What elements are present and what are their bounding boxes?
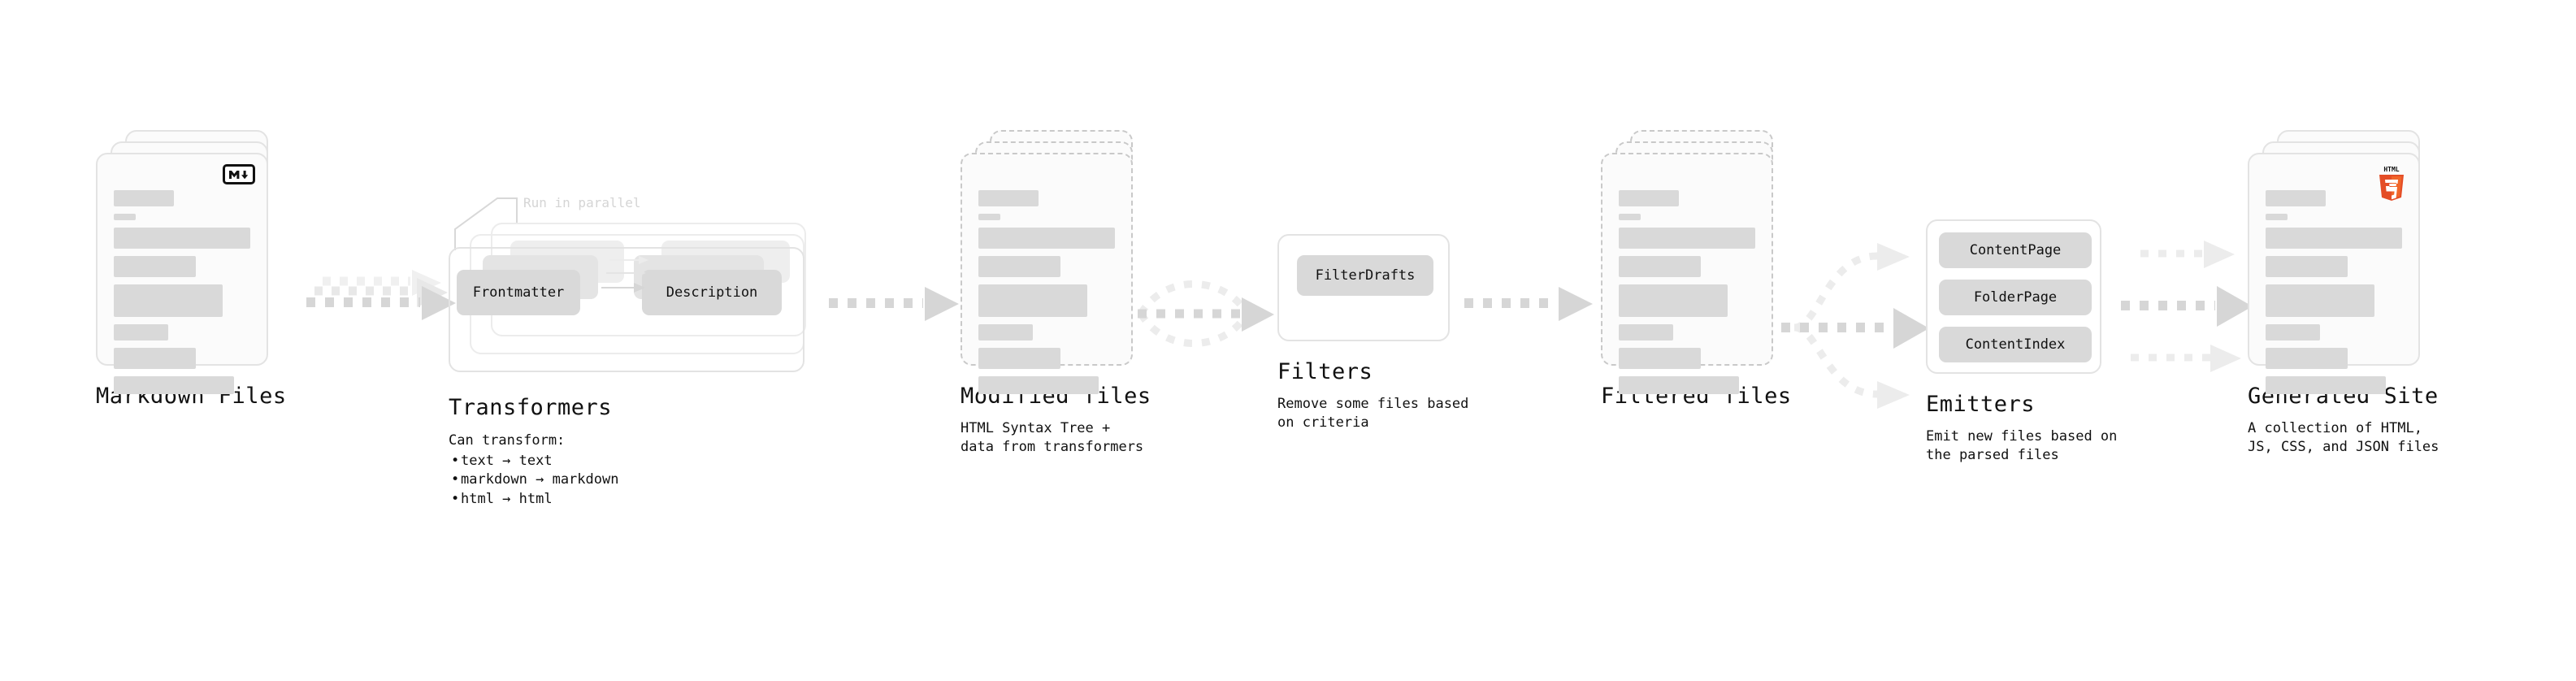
transformers-capability-item: markdown → markdown <box>449 471 822 490</box>
file-skeleton-bar <box>978 256 1060 277</box>
file-skeleton-bar <box>978 348 1060 369</box>
file-skeleton-bar <box>978 284 1088 317</box>
transformers-subtitle: Can transform: <box>449 432 566 449</box>
file-skeleton-rows-filtered <box>1619 190 1755 401</box>
file-sheet-front: HTML <box>2248 153 2420 394</box>
run-in-parallel-label: Run in parallel <box>523 195 641 210</box>
file-skeleton-bar <box>1619 228 1755 249</box>
modified-file-stack <box>961 130 1133 394</box>
transformers-capability-item: text → text <box>449 452 822 471</box>
file-skeleton-bar <box>114 284 223 317</box>
file-skeleton-bar <box>978 214 1000 220</box>
filter-pill-filterdrafts[interactable]: FilterDrafts <box>1297 255 1433 296</box>
stage-transformers: Run in parallel Frontmatter Description <box>449 195 822 510</box>
stage-generated-site: CSS HTML Gene <box>2248 130 2439 457</box>
arrow-transformers-to-modified-files <box>829 287 959 321</box>
markdown-file-stack <box>96 130 268 394</box>
file-skeleton-bar <box>2266 190 2326 206</box>
file-skeleton-bar <box>978 228 1115 249</box>
transformer-card-front: Frontmatter Description <box>449 247 804 372</box>
modified-files-subtitle: HTML Syntax Tree + data from transformer… <box>961 420 1144 455</box>
stage-filtered-files: Filtered files <box>1601 130 1792 409</box>
filters-box: FilterDrafts <box>1277 234 1450 341</box>
file-skeleton-bar <box>1619 256 1701 277</box>
file-skeleton-bar <box>2266 214 2288 220</box>
generated-site-subtitle: A collection of HTML, JS, CSS, and JSON … <box>2248 420 2439 455</box>
file-skeleton-bar <box>1619 214 1641 220</box>
file-skeleton-bar <box>1619 284 1728 317</box>
file-skeleton-rows-modified <box>978 190 1115 401</box>
generated-site-file-stack: CSS HTML <box>2248 130 2420 394</box>
transformers-capability-list: text → text markdown → markdown html → h… <box>449 452 822 510</box>
markdown-badge-icon <box>223 164 255 184</box>
file-skeleton-bar <box>2266 284 2375 317</box>
file-skeleton-bar <box>2266 376 2386 394</box>
transformer-card-stack: Frontmatter Description <box>449 223 822 377</box>
file-skeleton-bar <box>1619 190 1679 206</box>
file-skeleton-bar <box>2266 348 2348 369</box>
file-skeleton-bar <box>2266 228 2402 249</box>
file-skeleton-bar <box>114 228 250 249</box>
html5-shield-icon: HTML <box>2376 164 2407 202</box>
file-skeleton-bar <box>114 324 169 340</box>
emitter-pill-contentindex[interactable]: ContentIndex <box>1939 327 2092 362</box>
file-skeleton-bar <box>978 190 1039 206</box>
emitters-box: ContentPage FolderPage ContentIndex <box>1926 219 2101 374</box>
emitters-subtitle: Emit new files based on the parsed files <box>1926 428 2118 463</box>
transformers-capability-item: html → html <box>449 490 822 510</box>
file-sheet-front <box>96 153 268 394</box>
file-skeleton-bar <box>114 214 136 220</box>
file-skeleton-bar <box>2266 256 2348 277</box>
stage-modified-files: Modified files HTML Syntax Tree + data f… <box>961 130 1151 457</box>
emitter-pill-contentpage[interactable]: ContentPage <box>1939 232 2092 268</box>
stage-title-filters: Filters <box>1277 359 1373 384</box>
file-skeleton-bar <box>1619 376 1739 394</box>
stage-emitters: ContentPage FolderPage ContentIndex Emit… <box>1926 219 2117 465</box>
file-skeleton-bar <box>114 348 196 369</box>
file-skeleton-bar <box>114 190 174 206</box>
filtered-file-stack <box>1601 130 1773 394</box>
emitter-pill-folderpage[interactable]: FolderPage <box>1939 280 2092 315</box>
arrow-filters-to-filtered-files <box>1464 287 1593 321</box>
file-sheet-front <box>1601 153 1773 394</box>
file-skeleton-bar <box>1619 324 1674 340</box>
file-skeleton-rows-generated <box>2266 190 2402 401</box>
stage-title-emitters: Emitters <box>1926 392 2036 417</box>
stage-filters: FilterDrafts Filters Remove some files b… <box>1277 234 1468 432</box>
file-skeleton-rows-markdown <box>114 190 250 401</box>
file-skeleton-bar <box>978 376 1099 394</box>
transformer-pill-description[interactable]: Description <box>642 270 782 315</box>
file-skeleton-bar <box>114 376 234 394</box>
file-skeleton-bar <box>114 256 196 277</box>
stage-title-transformers: Transformers <box>449 395 613 420</box>
filters-subtitle: Remove some files based on criteria <box>1277 396 1469 431</box>
transformer-pill-frontmatter[interactable]: Frontmatter <box>457 270 580 315</box>
svg-text:HTML: HTML <box>2383 166 2399 173</box>
file-skeleton-bar <box>1619 348 1701 369</box>
arrow-modified-files-to-filters <box>1138 280 1274 347</box>
file-sheet-front <box>961 153 1133 394</box>
arrow-markdown-to-transformers <box>306 270 456 320</box>
stage-markdown-files: Markdown Files <box>96 130 287 409</box>
file-skeleton-bar <box>2266 324 2321 340</box>
file-skeleton-bar <box>978 324 1034 340</box>
